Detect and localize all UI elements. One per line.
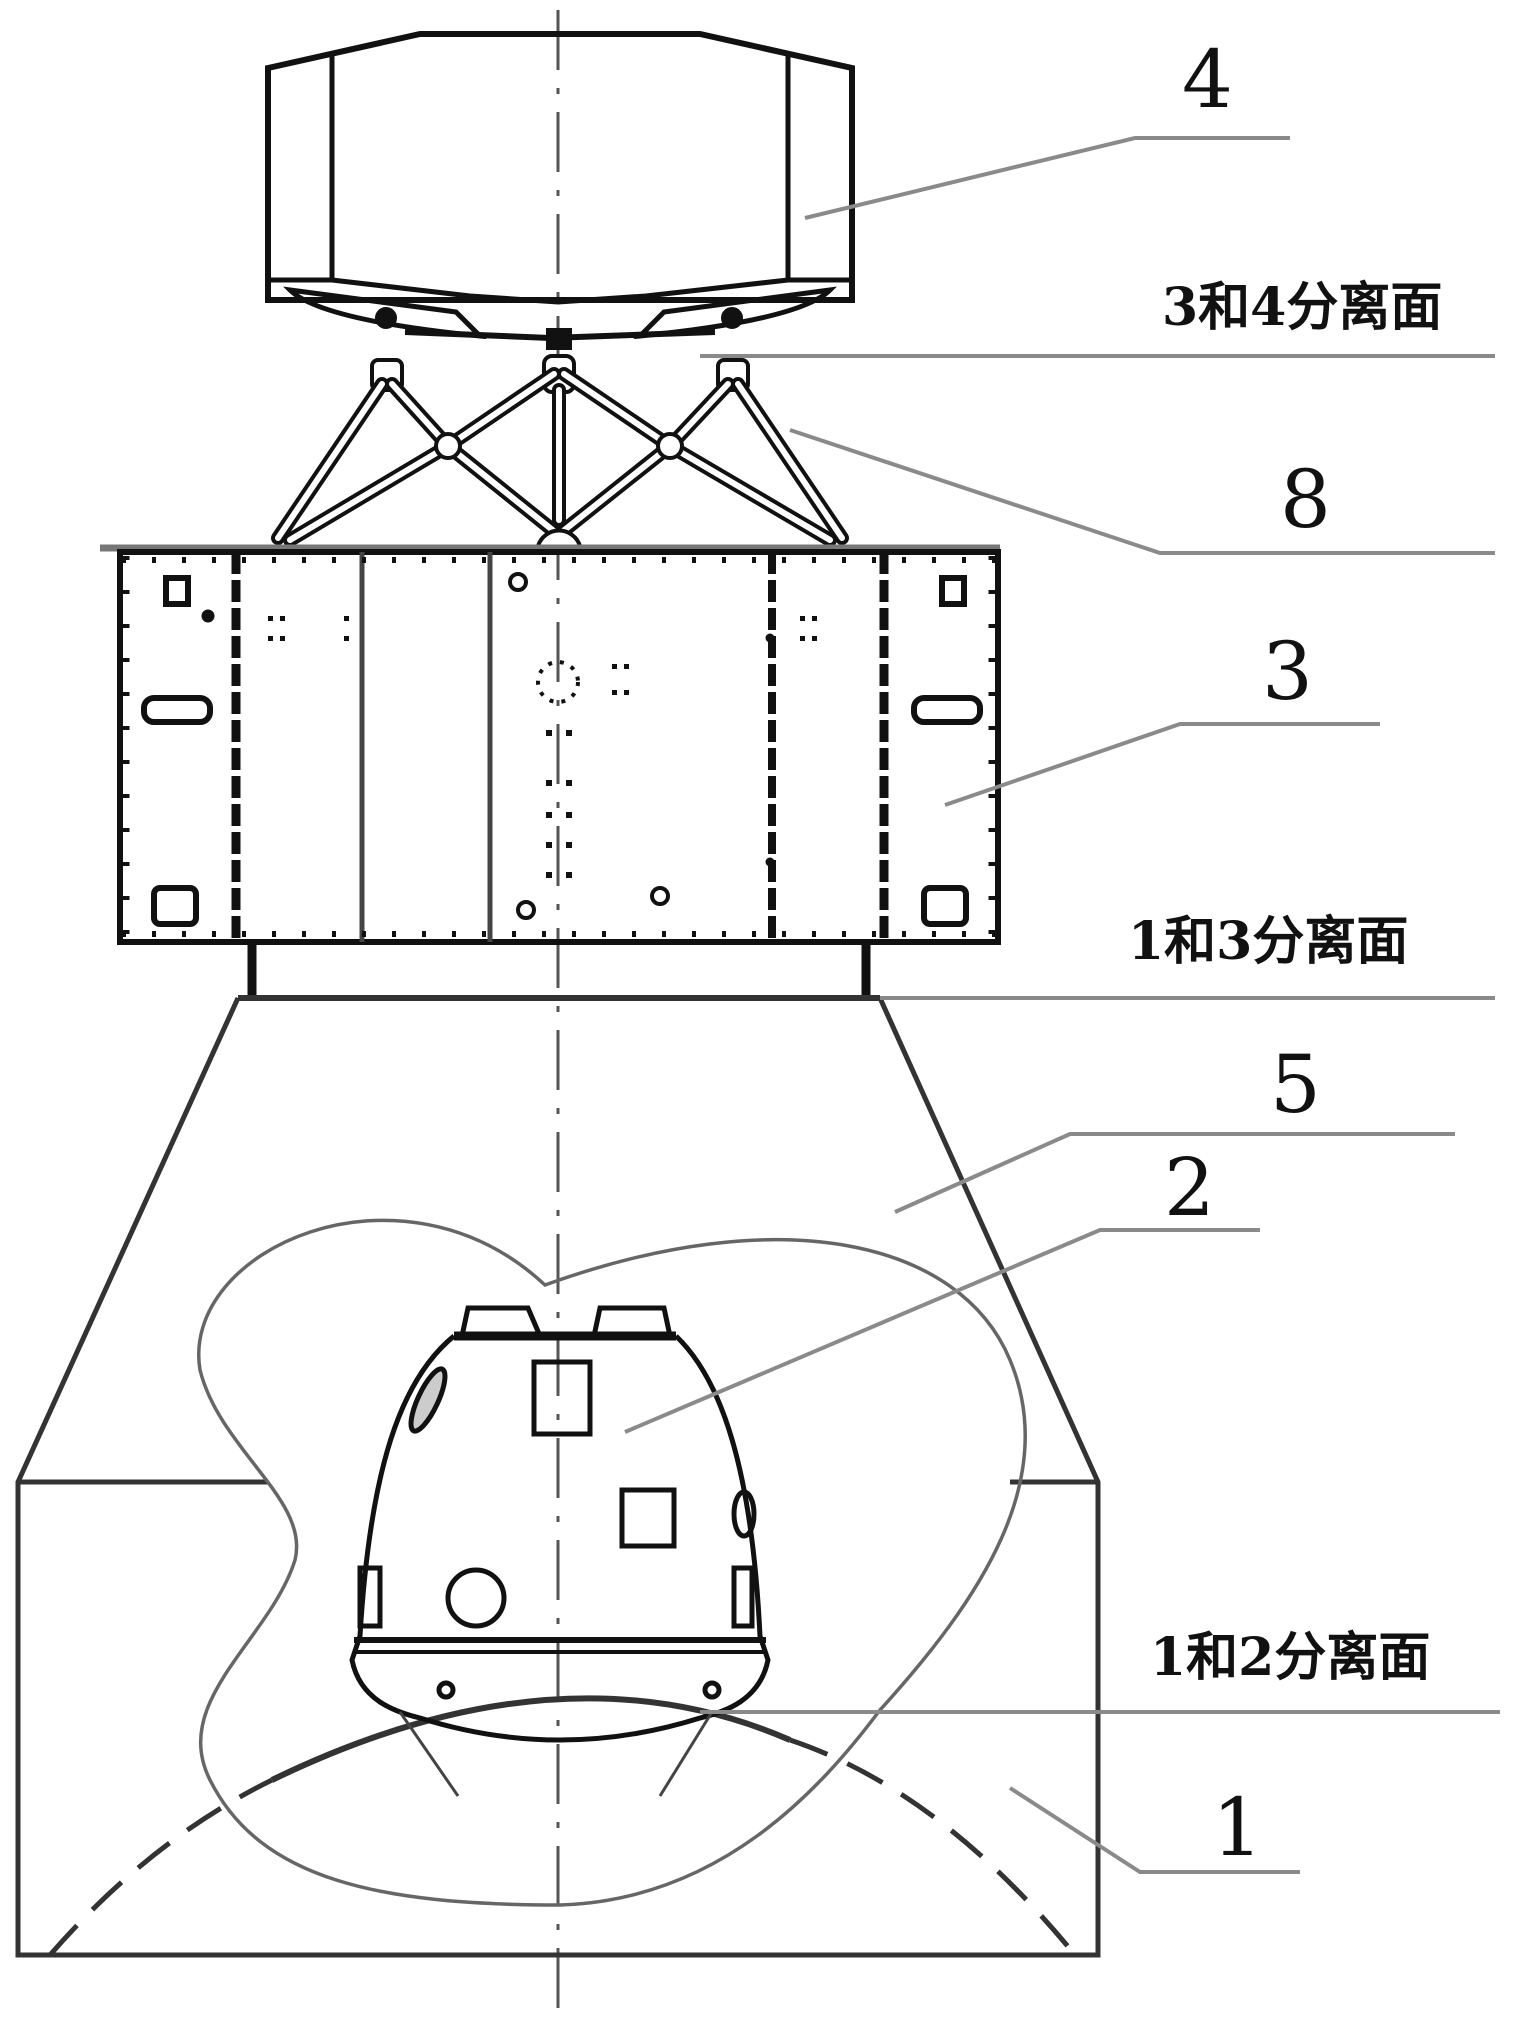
callout-3: 3 <box>1262 625 1313 718</box>
plane-label-3-4: 3和4分离面 <box>1162 277 1443 338</box>
component-8-truss-adapter <box>271 307 849 547</box>
component-3-service-module <box>100 544 1001 945</box>
plane-label-1-3: 1和3分离面 <box>1128 911 1409 972</box>
leader-4 <box>804 136 1290 220</box>
leader-8 <box>789 428 1495 555</box>
component-1-base-fairing <box>15 996 1101 1958</box>
leader-3 <box>944 722 1380 807</box>
interface-ring-1-3 <box>238 942 880 1001</box>
component-5-envelope <box>196 1218 1027 1907</box>
leader-lines <box>624 136 1500 1874</box>
component-4-top-module <box>265 31 855 342</box>
callout-5: 5 <box>1270 1038 1321 1131</box>
callout-2: 2 <box>1164 1141 1215 1234</box>
leader-1 <box>1008 1786 1300 1874</box>
plane-label-1-2: 1和2分离面 <box>1150 1627 1431 1688</box>
callout-4: 4 <box>1182 33 1233 126</box>
leader-5 <box>894 1132 1455 1214</box>
callout-8: 8 <box>1280 453 1331 546</box>
component-2-capsule <box>349 1305 771 1797</box>
leader-2 <box>624 1228 1260 1434</box>
callout-1: 1 <box>1212 1781 1263 1874</box>
